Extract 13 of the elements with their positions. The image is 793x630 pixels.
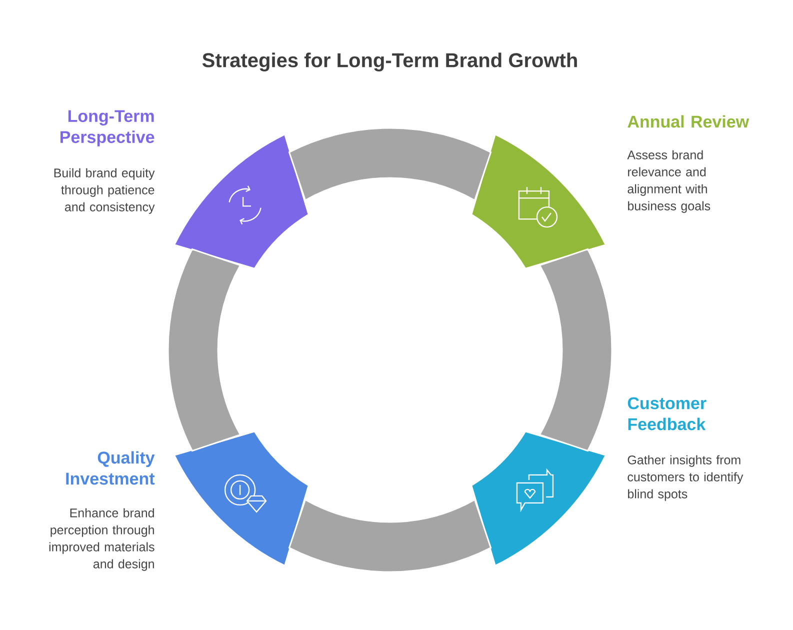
step-heading: Annual Review [628,115,750,128]
title: Strategies for Long-Term Brand Growth [202,52,577,72]
step-description: Assess brand relevance and alignment with business goals [627,150,710,213]
step-heading: Customer Feedback [628,397,706,430]
ring-arc [288,498,492,573]
ring-arc [538,248,613,452]
step-description: Enhance brand perception through improved materials and design [49,508,154,571]
ring-arc [288,127,492,202]
step-heading: Quality Investment [66,451,155,485]
ring-arc [167,248,242,452]
step-description: Gather insights from customers to identify blind spots [628,455,744,501]
step-heading: Long-Term Perspective [60,110,154,146]
step-description: Build brand equity through patience and consistency [54,168,155,214]
